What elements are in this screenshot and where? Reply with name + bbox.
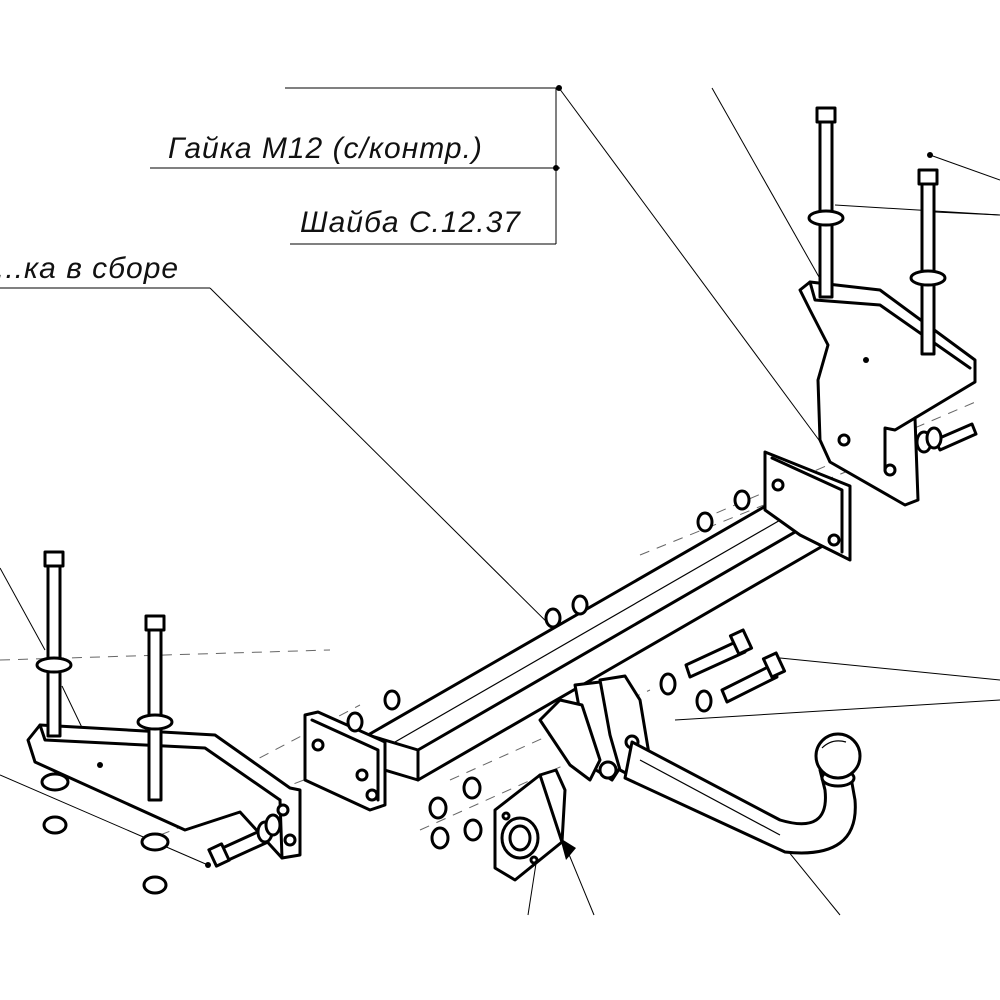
arm-bolts [659, 628, 787, 713]
beam-right-flange [763, 450, 852, 562]
leader-left-washer [0, 567, 46, 651]
left-vertical-bolts [35, 550, 174, 802]
leader-bolt-right [779, 657, 1000, 681]
right-washer-2 [909, 269, 947, 287]
left-horizontal-bolt [207, 813, 282, 868]
right-horizontal-bolt [915, 422, 978, 454]
right-washer-1 [807, 209, 845, 227]
tow-ball [814, 732, 862, 780]
leader-nut-right [558, 87, 831, 456]
leader-top-right-1 [929, 154, 1000, 181]
beam-left-flange [303, 710, 387, 812]
left-washer-1 [35, 656, 73, 674]
beam-nuts [346, 489, 751, 733]
center-loose-fasteners [428, 776, 483, 850]
right-vertical-bolts [807, 106, 947, 356]
leader-arm-right [674, 699, 1000, 721]
left-loose-fasteners [40, 772, 170, 895]
tow-arm [538, 674, 862, 855]
label-nut-text: Гайка М12 (с/контр.) [168, 132, 483, 165]
label-washer: Шайба С.12.37 [290, 206, 556, 245]
left-washer-2 [136, 713, 174, 731]
leader-left-bolt [0, 774, 209, 866]
label-washer-text: Шайба С.12.37 [300, 206, 521, 239]
label-assembly-text: ...ка в сборе [0, 252, 179, 285]
arrow-head [560, 838, 576, 860]
label-nut: Гайка М12 (с/контр.) [150, 132, 560, 169]
right-bracket [798, 280, 977, 507]
socket-plate [493, 768, 567, 882]
label-assembly: ...ка в сборе [0, 252, 210, 289]
leader-assembly [209, 287, 571, 646]
cross-beam [303, 450, 852, 812]
